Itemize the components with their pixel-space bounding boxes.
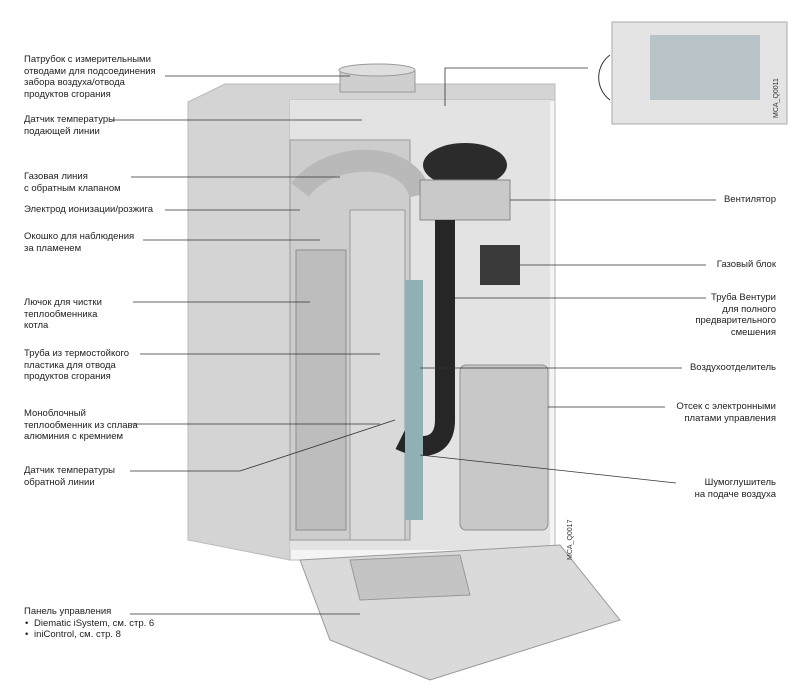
heat-exchanger-block — [289, 139, 411, 541]
label-flue-pipe: Патрубок с измерительными отводами для п… — [24, 54, 156, 100]
fan-unit — [419, 143, 511, 221]
control-panel-flap — [299, 544, 621, 681]
ref-code-main: MCA_Q0017 — [567, 519, 574, 560]
electronics-box — [459, 364, 549, 531]
label-gas-line: Газовая линия с обратным клапаном — [24, 171, 121, 194]
label-cleaning-hatch: Лючок для чистки теплообменника котла — [24, 297, 102, 331]
label-ignition-electrode: Электрод ионизации/розжига — [24, 204, 153, 215]
control-panel-list: Diematic iSystem, см. стр. 6 iniControl,… — [24, 618, 154, 641]
label-silencer: Шумоглушитель на подаче воздуха — [694, 477, 776, 500]
air-separator-pipe — [405, 280, 423, 520]
inset-detail-photo — [598, 21, 788, 125]
label-electronics: Отсек с электронными платами управления — [676, 401, 776, 424]
label-plastic-flue-pipe: Труба из термостойкого пластика для отво… — [24, 348, 130, 382]
label-return-temp-sensor: Датчик температуры обратной линии — [24, 465, 115, 488]
label-venturi: Труба Вентури для полного предварительно… — [695, 292, 776, 338]
label-flame-window: Окошко для наблюдения за пламенем — [24, 231, 135, 254]
leader-lines — [112, 67, 716, 615]
label-control-panel: Панель управления Diematic iSystem, см. … — [24, 606, 154, 641]
ref-code-inset: MCA_Q0011 — [773, 78, 780, 118]
leader-return-temp — [130, 419, 396, 472]
label-fan: Вентилятор — [723, 194, 776, 205]
control-panel-title: Панель управления — [24, 606, 112, 617]
leader-silencer — [419, 454, 677, 484]
control-panel-item: Diematic iSystem, см. стр. 6 — [25, 618, 154, 630]
gas-valve-block — [480, 245, 520, 285]
label-heat-exchanger: Моноблочный теплообменник из сплава алюм… — [24, 408, 138, 442]
leader-inset — [444, 67, 588, 106]
label-flow-temp-sensor: Датчик температуры подающей линии — [24, 114, 115, 137]
label-gas-valve: Газовый блок — [716, 259, 776, 270]
label-air-separator: Воздухоотделитель — [689, 362, 776, 373]
control-panel-item: iniControl, см. стр. 8 — [25, 629, 154, 641]
gas-line-pipe — [291, 149, 431, 199]
flue-outlet — [338, 63, 416, 93]
